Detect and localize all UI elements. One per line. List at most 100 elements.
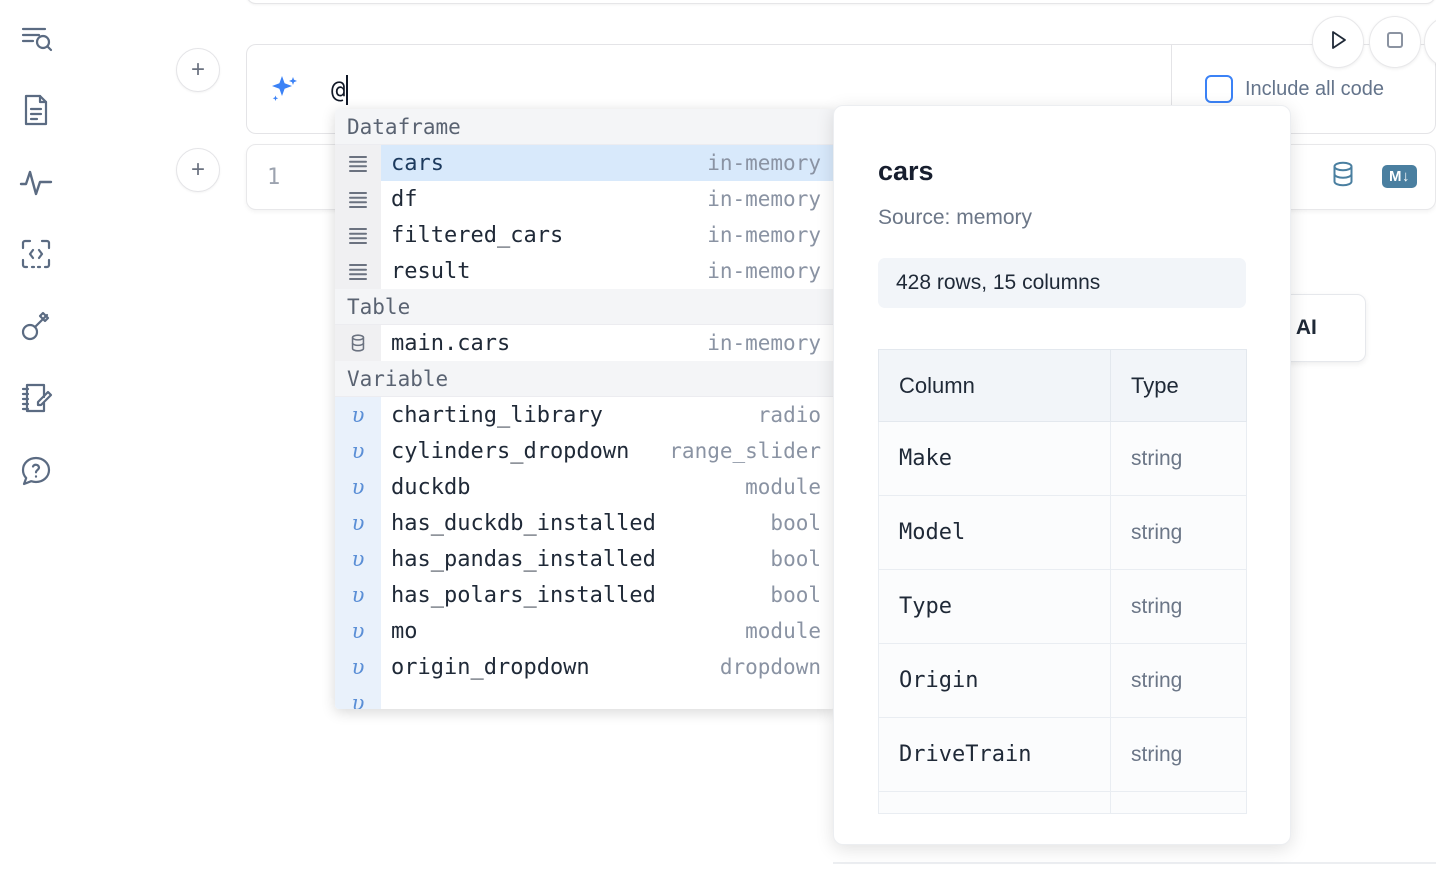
autocomplete-item[interactable]: filtered_cars in-memory bbox=[335, 217, 835, 253]
sidebar-item-snippets[interactable] bbox=[12, 230, 60, 278]
preview-stats: 428 rows, 15 columns bbox=[878, 258, 1246, 308]
notebook-edit-icon bbox=[18, 380, 54, 416]
column-type-text: string bbox=[1131, 594, 1183, 618]
table-row-clipped bbox=[878, 791, 1247, 814]
autocomplete-item[interactable]: υ cylinders_dropdown range_slider bbox=[335, 433, 835, 469]
variable-icon: υ bbox=[335, 505, 381, 541]
autocomplete-item-type: in-memory bbox=[707, 223, 821, 247]
run-button[interactable] bbox=[1312, 16, 1364, 68]
markdown-icon[interactable]: M↓ bbox=[1382, 165, 1417, 188]
document-icon bbox=[18, 92, 54, 128]
plus-icon: + bbox=[190, 156, 205, 183]
sidebar-item-document[interactable] bbox=[12, 86, 60, 134]
autocomplete-item-type: module bbox=[745, 619, 821, 643]
sidebar-item-secrets[interactable] bbox=[12, 302, 60, 350]
column-type-text: string bbox=[1131, 446, 1183, 470]
plus-icon: + bbox=[190, 56, 205, 83]
column-type-text: string bbox=[1131, 742, 1183, 766]
variable-icon: υ bbox=[335, 433, 381, 469]
sidebar-item-help[interactable] bbox=[12, 446, 60, 494]
schema-column-name bbox=[878, 791, 1111, 814]
add-cell-button-top[interactable]: + bbox=[176, 48, 220, 92]
autocomplete-item-name: charting_library bbox=[391, 402, 603, 428]
autocomplete-item-clipped[interactable]: υ bbox=[335, 685, 835, 709]
autocomplete-item-name: result bbox=[391, 258, 471, 284]
panel-divider bbox=[833, 862, 1436, 864]
autocomplete-item-name: df bbox=[391, 186, 418, 212]
stop-button[interactable] bbox=[1369, 16, 1421, 68]
cell-toolbar: M↓ bbox=[1328, 159, 1417, 194]
autocomplete-item-type: in-memory bbox=[707, 331, 821, 355]
schema-column-type bbox=[1110, 791, 1247, 814]
autocomplete-item-name: duckdb bbox=[391, 474, 471, 500]
autocomplete-item-type: in-memory bbox=[707, 187, 821, 211]
schema-column-type: string bbox=[1110, 717, 1247, 792]
variable-icon: υ bbox=[335, 469, 381, 505]
autocomplete-section-header: Table bbox=[335, 289, 835, 325]
autocomplete-item-name: mo bbox=[391, 618, 418, 644]
autocomplete-item-type: module bbox=[745, 475, 821, 499]
dataframe-rows-icon bbox=[335, 181, 381, 217]
key-icon bbox=[18, 308, 54, 344]
column-name-text: Origin bbox=[899, 668, 979, 693]
column-name-text: DriveTrain bbox=[899, 742, 1032, 767]
autocomplete-item[interactable]: df in-memory bbox=[335, 181, 835, 217]
sidebar-item-explore[interactable] bbox=[12, 14, 60, 62]
dataframe-rows-icon bbox=[335, 253, 381, 289]
chat-question-icon bbox=[18, 452, 54, 488]
autocomplete-item-name: has_polars_installed bbox=[391, 582, 656, 608]
table-row: DriveTrain string bbox=[878, 717, 1247, 792]
previous-cell-stub bbox=[246, 0, 1436, 4]
line-number: 1 bbox=[267, 165, 281, 190]
activity-pulse-icon bbox=[18, 164, 54, 200]
autocomplete-item[interactable]: cars in-memory bbox=[335, 145, 835, 181]
table-row: Origin string bbox=[878, 643, 1247, 718]
ai-prompt-value: @ bbox=[331, 76, 346, 104]
sidebar-item-runtime[interactable] bbox=[12, 158, 60, 206]
sparkle-icon bbox=[267, 73, 301, 107]
include-all-code-row[interactable]: Include all code bbox=[1205, 75, 1384, 103]
variable-icon: υ bbox=[335, 613, 381, 649]
schema-column-type: string bbox=[1110, 643, 1247, 718]
dataframe-preview-panel: cars Source: memory 428 rows, 15 columns… bbox=[833, 105, 1291, 845]
preview-source: Source: memory bbox=[878, 206, 1033, 229]
variable-icon: υ bbox=[335, 649, 381, 685]
autocomplete-item-type: range_slider bbox=[669, 439, 821, 463]
autocomplete-item-name: cylinders_dropdown bbox=[391, 438, 630, 464]
schema-column-name: Model bbox=[878, 495, 1111, 570]
database-icon[interactable] bbox=[1328, 159, 1358, 194]
variable-icon: υ bbox=[335, 685, 381, 709]
schema-column-name: Origin bbox=[878, 643, 1111, 718]
autocomplete-item-type: bool bbox=[770, 547, 821, 571]
column-name-text: Model bbox=[899, 520, 966, 545]
search-outline-icon bbox=[18, 20, 54, 56]
autocomplete-item-type: in-memory bbox=[707, 151, 821, 175]
table-row: Model string bbox=[878, 495, 1247, 570]
autocomplete-item-name: has_pandas_installed bbox=[391, 546, 656, 572]
include-all-code-checkbox[interactable] bbox=[1205, 75, 1233, 103]
autocomplete-item-name: filtered_cars bbox=[391, 222, 564, 248]
variable-icon: υ bbox=[335, 577, 381, 613]
add-cell-button-bottom[interactable]: + bbox=[176, 148, 220, 192]
autocomplete-item-name: cars bbox=[391, 150, 444, 176]
autocomplete-item-type: dropdown bbox=[719, 655, 821, 679]
ai-prompt-input[interactable]: @ bbox=[331, 75, 349, 105]
include-all-code-label: Include all code bbox=[1245, 77, 1384, 100]
sidebar-item-scratchpad[interactable] bbox=[12, 374, 60, 422]
schema-column-type: string bbox=[1110, 495, 1247, 570]
schema-column-name: DriveTrain bbox=[878, 717, 1111, 792]
text-caret bbox=[346, 75, 349, 105]
